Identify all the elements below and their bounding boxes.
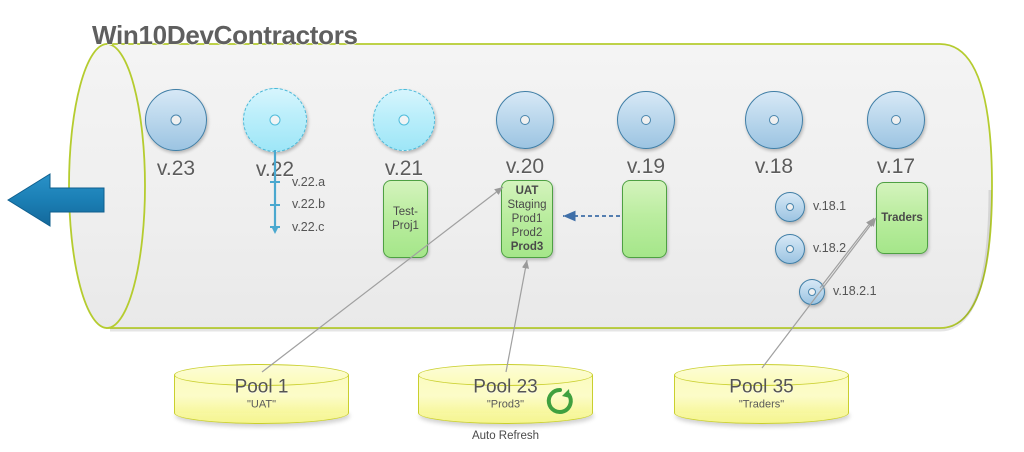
version-label-v-21: v.21 bbox=[384, 157, 424, 180]
version-disc-v-20[interactable] bbox=[496, 91, 554, 149]
version-disc-v-17[interactable] bbox=[867, 91, 925, 149]
disc-center-hole bbox=[269, 114, 281, 126]
version-label-v-23: v.23 bbox=[156, 157, 196, 180]
version-tick-label-v-22-a: v.22.a bbox=[292, 175, 326, 189]
pool-text: Pool 35"Traders" bbox=[674, 377, 849, 412]
pool-text: Pool 1"UAT" bbox=[174, 377, 349, 412]
pool-35[interactable]: Pool 35"Traders" bbox=[674, 364, 849, 424]
version-label-v-19: v.19 bbox=[626, 155, 666, 178]
env-box-row: Staging bbox=[507, 199, 547, 211]
version-disc-v-19[interactable] bbox=[617, 91, 675, 149]
disc-center-hole bbox=[520, 115, 530, 125]
disc-center-hole bbox=[891, 115, 901, 125]
sub-version-label-v-18-2-1: v.18.2.1 bbox=[833, 284, 877, 298]
version-tick-label-v-22-b: v.22.b bbox=[292, 197, 326, 211]
env-box-row: Proj1 bbox=[392, 220, 419, 232]
pool-23[interactable]: Pool 23"Prod3" bbox=[418, 364, 593, 424]
env-box-row: Prod3 bbox=[510, 241, 544, 253]
version-disc-v-23[interactable] bbox=[145, 89, 207, 151]
disc-center-hole bbox=[398, 114, 410, 126]
pool-subtitle: "Prod3" bbox=[486, 398, 525, 411]
sub-version-disc-v-18-2[interactable] bbox=[775, 234, 805, 264]
env-box-row: Test- bbox=[393, 206, 418, 218]
pool-top-ellipse bbox=[674, 364, 849, 386]
sub-version-disc-v-18-2-1[interactable] bbox=[799, 279, 825, 305]
env-box-row: Traders bbox=[881, 212, 923, 224]
inbound-flow-arrow bbox=[7, 173, 105, 227]
version-label-v-20: v.20 bbox=[505, 155, 545, 178]
disc-center-hole bbox=[786, 245, 794, 253]
pool-title: Pool 35 bbox=[729, 376, 794, 398]
pool-title: Pool 23 bbox=[473, 376, 538, 398]
auto-refresh-icon[interactable] bbox=[545, 386, 575, 421]
pool-text: Pool 23"Prod3" bbox=[418, 377, 593, 412]
version-tick-label-v-22-c: v.22.c bbox=[292, 220, 325, 234]
sub-version-label-v-18-2: v.18.2 bbox=[813, 241, 847, 255]
disc-center-hole bbox=[786, 203, 794, 211]
connector-pool23-to-prod3 bbox=[505, 259, 529, 373]
env-box-row: Prod1 bbox=[511, 213, 543, 225]
page-title: Win10DevContractors bbox=[92, 20, 358, 50]
sub-version-disc-v-18-1[interactable] bbox=[775, 192, 805, 222]
version-label-v-18: v.18 bbox=[754, 155, 794, 178]
pool-subtitle: "Traders" bbox=[738, 398, 785, 411]
disc-center-hole bbox=[641, 115, 651, 125]
env-box-traders[interactable]: Traders bbox=[876, 182, 928, 254]
pool-title: Pool 1 bbox=[234, 376, 289, 398]
version-label-v-17: v.17 bbox=[876, 155, 916, 178]
version-disc-v-21[interactable] bbox=[373, 89, 435, 151]
env-box-row: UAT bbox=[515, 185, 539, 197]
disc-center-hole bbox=[170, 114, 182, 126]
sub-version-label-v-18-1: v.18.1 bbox=[813, 199, 847, 213]
pool-subtitle: "UAT" bbox=[247, 398, 276, 411]
env-box-test-proj1[interactable]: Test- Proj1 bbox=[383, 180, 428, 258]
pool-1[interactable]: Pool 1"UAT" bbox=[174, 364, 349, 424]
disc-center-hole bbox=[808, 288, 816, 296]
env-box-empty[interactable] bbox=[622, 180, 667, 258]
version-disc-v-18[interactable] bbox=[745, 91, 803, 149]
env-box-row: Prod2 bbox=[511, 227, 543, 239]
disc-center-hole bbox=[769, 115, 779, 125]
version-disc-v-22[interactable] bbox=[243, 88, 307, 152]
pool-caption: Auto Refresh bbox=[471, 430, 540, 442]
